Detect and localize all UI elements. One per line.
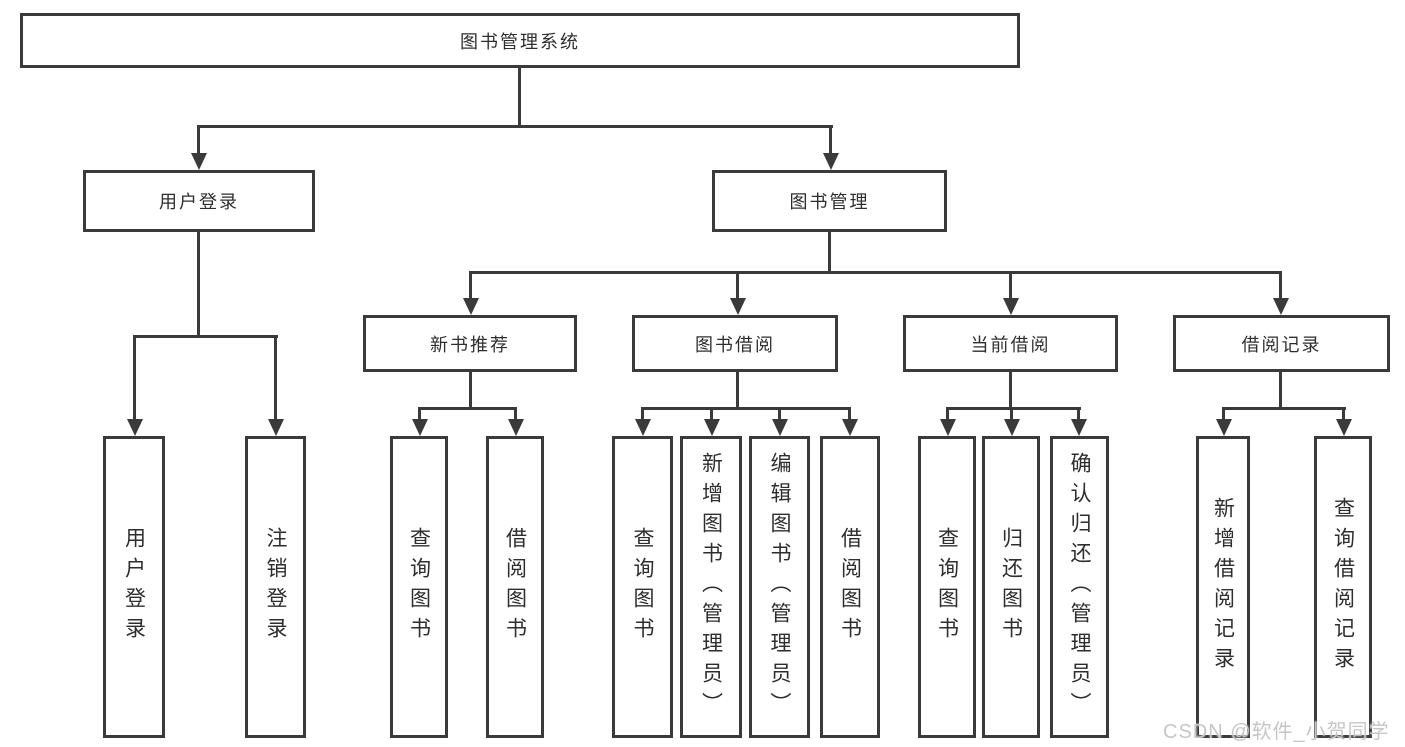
arrowhead-down-icon — [463, 298, 479, 315]
leaf-edit-books-admin: 编辑图书（管理员） — [749, 436, 810, 738]
connector-line — [518, 68, 521, 125]
connector-line — [197, 232, 200, 338]
connector-line — [1077, 407, 1080, 425]
node-current-borrowing: 当前借阅 — [903, 315, 1118, 372]
leaf-current-query-books-label: 查询图书 — [935, 527, 959, 647]
node-new-book-recommend: 新书推荐 — [363, 315, 577, 372]
arrowhead-down-icon — [508, 419, 524, 436]
arrowhead-down-icon — [191, 153, 207, 170]
leaf-logout-label: 注销登录 — [264, 527, 287, 647]
leaf-add-borrow-record-label: 新增借阅记录 — [1211, 497, 1235, 677]
leaf-recommend-borrow-books-label: 借阅图书 — [503, 527, 527, 647]
connector-line — [514, 407, 517, 425]
connector-line — [828, 232, 831, 274]
connector-line — [1222, 407, 1225, 425]
arrowhead-down-icon — [635, 419, 651, 436]
arrowhead-down-icon — [1071, 419, 1087, 436]
node-root: 图书管理系统 — [20, 13, 1020, 68]
node-book-borrowing-label: 图书借阅 — [695, 334, 775, 355]
node-book-borrowing: 图书借阅 — [632, 315, 838, 372]
connector-line — [946, 407, 949, 425]
node-user-login: 用户登录 — [83, 170, 315, 232]
leaf-user-login: 用户登录 — [103, 436, 165, 738]
connector-line — [197, 125, 200, 159]
connector-line — [829, 125, 832, 159]
leaf-add-books-admin: 新增图书（管理员） — [680, 436, 742, 738]
connector-line — [946, 407, 1081, 410]
connector-line — [1279, 271, 1282, 303]
leaf-edit-books-admin-label: 编辑图书（管理员） — [768, 452, 791, 722]
leaf-current-query-books: 查询图书 — [918, 436, 976, 738]
connector-line — [133, 335, 278, 338]
node-borrow-records-label: 借阅记录 — [1241, 334, 1322, 355]
leaf-return-books: 归还图书 — [982, 436, 1040, 738]
connector-line — [1279, 372, 1282, 407]
arrowhead-down-icon — [842, 419, 858, 436]
connector-line — [274, 335, 277, 420]
arrowhead-down-icon — [772, 419, 788, 436]
arrowhead-down-icon — [127, 419, 143, 436]
leaf-query-borrow-record: 查询借阅记录 — [1314, 436, 1372, 738]
connector-line — [469, 372, 472, 407]
leaf-borrowing-borrow-books-label: 借阅图书 — [838, 527, 862, 647]
connector-line — [418, 407, 421, 425]
leaf-user-login-label: 用户登录 — [122, 527, 146, 647]
connector-line — [1342, 407, 1345, 425]
watermark-text: CSDN @软件_小贺同学 — [1163, 721, 1390, 743]
connector-line — [197, 125, 833, 128]
node-new-book-recommend-label: 新书推荐 — [430, 334, 510, 355]
leaf-confirm-return-admin-label: 确认归还（管理员） — [1068, 452, 1091, 722]
node-book-management: 图书管理 — [712, 170, 947, 232]
leaf-borrowing-query-books-label: 查询图书 — [631, 527, 654, 647]
leaf-recommend-query-books-label: 查询图书 — [407, 527, 431, 647]
arrowhead-down-icon — [1273, 298, 1289, 315]
node-current-borrowing-label: 当前借阅 — [970, 334, 1051, 355]
node-book-management-label: 图书管理 — [789, 192, 870, 212]
arrowhead-down-icon — [268, 419, 284, 436]
leaf-recommend-borrow-books: 借阅图书 — [486, 436, 544, 738]
leaf-logout: 注销登录 — [245, 436, 306, 738]
connector-line — [1009, 271, 1012, 303]
connector-line — [469, 271, 472, 303]
arrowhead-down-icon — [1216, 419, 1232, 436]
leaf-confirm-return-admin: 确认归还（管理员） — [1050, 436, 1109, 738]
connector-line — [710, 407, 713, 425]
leaf-borrowing-query-books: 查询图书 — [612, 436, 673, 738]
arrowhead-down-icon — [940, 419, 956, 436]
leaf-recommend-query-books: 查询图书 — [390, 436, 448, 738]
arrowhead-down-icon — [412, 419, 428, 436]
arrowhead-down-icon — [823, 153, 839, 170]
leaf-borrowing-borrow-books: 借阅图书 — [820, 436, 880, 738]
node-borrow-records: 借阅记录 — [1173, 315, 1390, 372]
connector-line — [736, 271, 739, 303]
connector-line — [133, 335, 136, 420]
arrowhead-down-icon — [1336, 419, 1352, 436]
arrowhead-down-icon — [1003, 298, 1019, 315]
connector-line — [848, 407, 851, 425]
connector-line — [641, 407, 644, 425]
connector-line — [778, 407, 781, 425]
connector-line — [469, 271, 1282, 274]
connector-line — [641, 407, 851, 410]
connector-line — [418, 407, 517, 410]
leaf-add-borrow-record: 新增借阅记录 — [1196, 436, 1250, 738]
arrowhead-down-icon — [704, 419, 720, 436]
leaf-query-borrow-record-label: 查询借阅记录 — [1331, 497, 1355, 677]
arrowhead-down-icon — [730, 298, 746, 315]
arrowhead-down-icon — [1004, 419, 1020, 436]
connector-line — [736, 372, 739, 407]
leaf-return-books-label: 归还图书 — [999, 527, 1023, 647]
node-root-label: 图书管理系统 — [460, 31, 580, 52]
node-user-login-label: 用户登录 — [159, 192, 239, 212]
connector-line — [1010, 407, 1013, 425]
connector-line — [1222, 407, 1346, 410]
leaf-add-books-admin-label: 新增图书（管理员） — [699, 452, 723, 722]
connector-line — [1009, 372, 1012, 407]
